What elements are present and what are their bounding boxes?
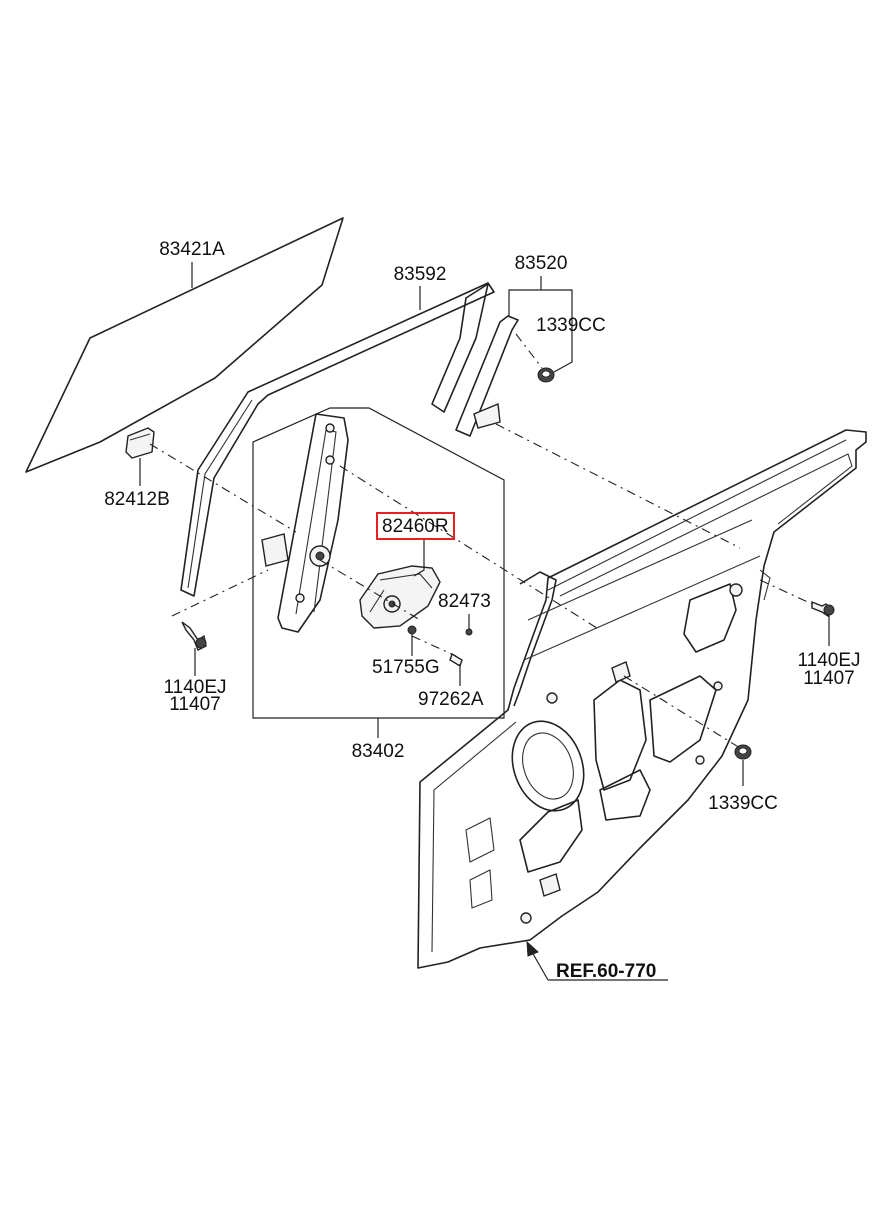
- label-nut-top: 1339CC: [536, 315, 606, 336]
- label-glass-clip: 82412B: [104, 489, 170, 510]
- door-glass: [25, 217, 344, 473]
- label-nut-bottom: 1339CC: [708, 793, 778, 814]
- door-panel: [417, 429, 867, 969]
- label-screw: 82473: [438, 591, 491, 612]
- label-bolt-left-1: 1140EJ: [163, 677, 227, 698]
- front-channel: [180, 282, 495, 597]
- label-glass: 83421A: [159, 239, 225, 260]
- window-motor: [359, 565, 441, 629]
- label-motor-highlighted[interactable]: 82460R: [376, 512, 455, 540]
- rear-channel: [455, 315, 519, 437]
- label-channel: 83592: [393, 264, 447, 285]
- label-bolt-right-2: 11407: [803, 668, 855, 689]
- label-bolt-small: 97262A: [418, 689, 484, 710]
- label-bolt-right-1: 1140EJ: [797, 650, 861, 671]
- connector-lines: [149, 333, 813, 749]
- label-bolt-left-2: 11407: [169, 694, 221, 715]
- bolt-left: [181, 621, 207, 651]
- label-rear-channel: 83520: [514, 253, 568, 274]
- bolt-right: [811, 600, 835, 617]
- regulator-box: [252, 407, 505, 719]
- regulator-rail: [261, 413, 349, 633]
- label-regulator-assy: 83402: [351, 741, 405, 762]
- nut-top: [537, 367, 555, 383]
- label-reference[interactable]: REF.60-770: [556, 961, 657, 982]
- leader-lines: [139, 262, 830, 981]
- label-grommet: 51755G: [372, 657, 440, 678]
- nut-bottom: [734, 744, 752, 760]
- glass-clip: [125, 427, 155, 459]
